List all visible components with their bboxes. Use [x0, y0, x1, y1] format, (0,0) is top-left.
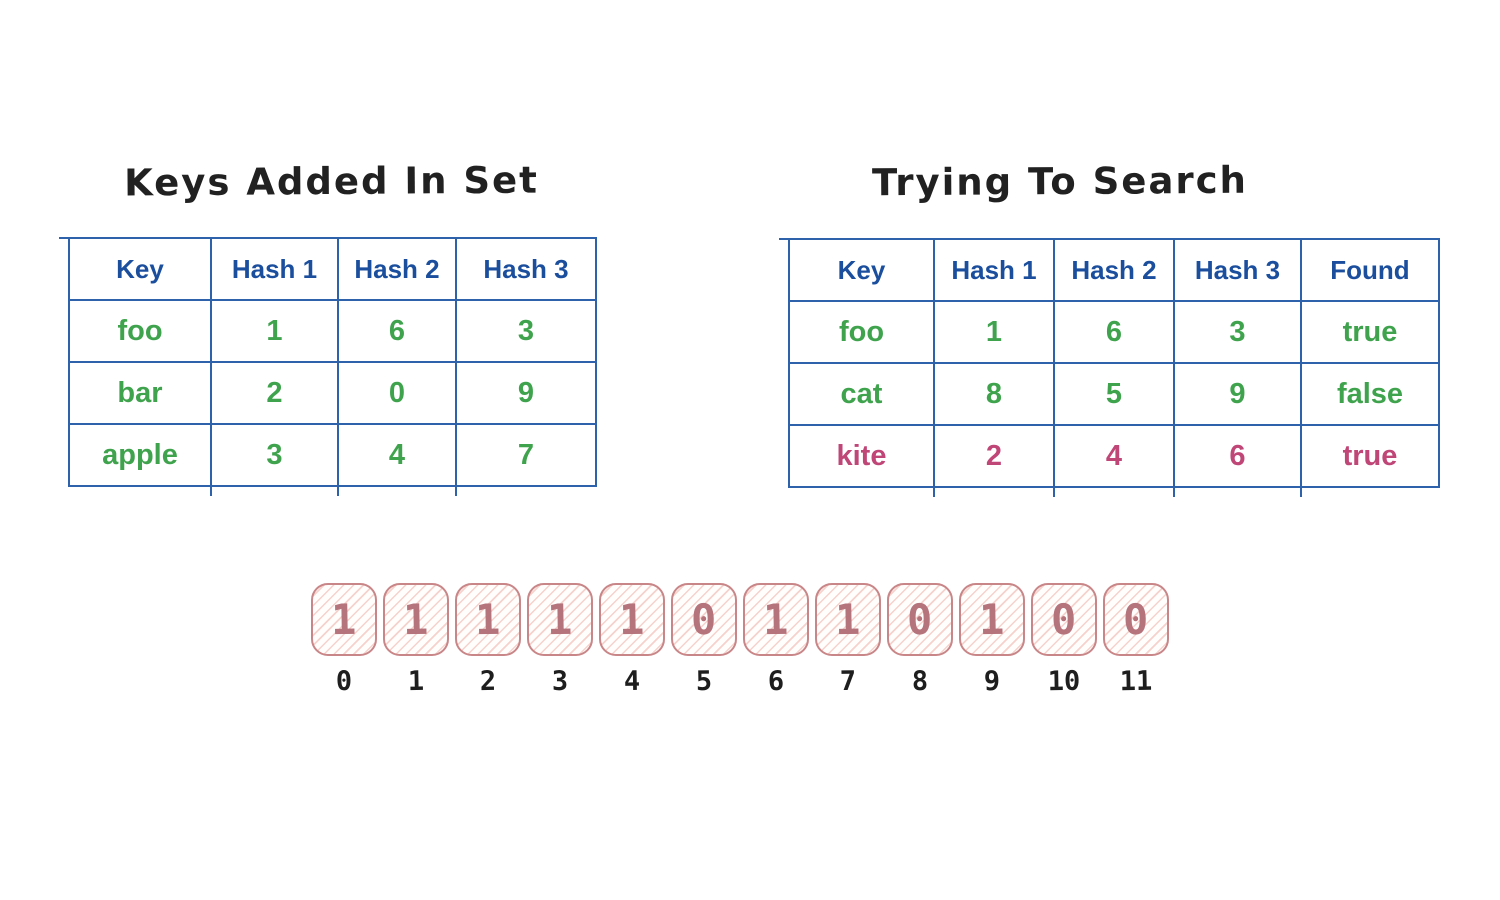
bit-index: 9: [983, 665, 1001, 698]
bit-cell: 1: [527, 583, 593, 656]
hash3-cell: 9: [1173, 362, 1302, 426]
column-header-key: Key: [788, 238, 935, 302]
trying-to-search-title: Trying To Search: [871, 158, 1249, 205]
hash1-cell: 1: [210, 299, 339, 363]
bit-index: 0: [335, 665, 353, 698]
bit-cell: 1: [959, 583, 1025, 656]
bit-array-indices: 0 1 2 3 4 5 6 7 8 9 10 11: [311, 665, 1169, 698]
bit-index: 10: [1047, 665, 1081, 698]
sketch-stroke: [455, 485, 457, 496]
key-cell: foo: [68, 299, 212, 363]
bit-cell: 1: [311, 583, 377, 656]
bit-index: 7: [839, 665, 857, 698]
bit-value: 1: [330, 594, 358, 645]
bit-cell: 0: [887, 583, 953, 656]
hash2-cell: 5: [1053, 362, 1175, 426]
sketch-stroke: [1173, 486, 1175, 497]
key-cell: kite: [788, 424, 935, 488]
keys-added-title: Keys Added In Set: [124, 158, 539, 205]
hash3-cell: 6: [1173, 424, 1302, 488]
bit-index: 2: [479, 665, 497, 698]
found-cell: true: [1300, 300, 1440, 364]
bit-value: 1: [402, 594, 430, 645]
bit-value: 1: [618, 594, 646, 645]
hash3-cell: 9: [455, 361, 597, 425]
bit-index: 1: [407, 665, 425, 698]
column-header-found: Found: [1300, 238, 1440, 302]
key-cell: cat: [788, 362, 935, 426]
bit-cell: 0: [671, 583, 737, 656]
column-header-hash3: Hash 3: [455, 237, 597, 301]
bit-index: 6: [767, 665, 785, 698]
hash3-cell: 7: [455, 423, 597, 487]
bit-index: 11: [1119, 665, 1153, 698]
hash2-cell: 4: [337, 423, 457, 487]
hash1-cell: 2: [933, 424, 1055, 488]
bit-cell: 1: [815, 583, 881, 656]
found-cell: true: [1300, 424, 1440, 488]
bit-value: 0: [1122, 594, 1150, 645]
column-header-hash1: Hash 1: [210, 237, 339, 301]
hash3-cell: 3: [1173, 300, 1302, 364]
sketch-stroke: [1053, 486, 1055, 497]
trying-to-search-table: Key Hash 1 Hash 2 Hash 3 Found foo 1 6 3…: [779, 238, 1440, 497]
bit-index: 4: [623, 665, 641, 698]
key-cell: bar: [68, 361, 212, 425]
bit-array: 1 1 1 1 1 0 1 1 0 1 0 0: [311, 583, 1169, 656]
table-row: foo 1 6 3: [68, 299, 597, 363]
hash1-cell: 1: [933, 300, 1055, 364]
hash1-cell: 8: [933, 362, 1055, 426]
bit-value: 1: [546, 594, 574, 645]
table-row: kite 2 4 6 true: [788, 424, 1440, 488]
column-header-hash1: Hash 1: [933, 238, 1055, 302]
sketch-stroke: [1300, 486, 1302, 497]
table-header-row: Key Hash 1 Hash 2 Hash 3: [68, 237, 597, 301]
bit-index: 3: [551, 665, 569, 698]
sketch-stroke: [59, 237, 71, 239]
table-row: cat 8 5 9 false: [788, 362, 1440, 426]
sketch-stroke: [210, 485, 212, 496]
bit-value: 1: [474, 594, 502, 645]
table-row: apple 3 4 7: [68, 423, 597, 487]
hash2-cell: 0: [337, 361, 457, 425]
bit-value: 0: [690, 594, 718, 645]
sketch-stroke: [933, 486, 935, 497]
hash2-cell: 6: [1053, 300, 1175, 364]
table-row: bar 2 0 9: [68, 361, 597, 425]
bit-index: 5: [695, 665, 713, 698]
bit-value: 0: [1050, 594, 1078, 645]
column-header-key: Key: [68, 237, 212, 301]
column-header-hash2: Hash 2: [337, 237, 457, 301]
bit-cell: 1: [743, 583, 809, 656]
bit-cell: 0: [1031, 583, 1097, 656]
bit-value: 1: [762, 594, 790, 645]
keys-added-table: Key Hash 1 Hash 2 Hash 3 foo 1 6 3 bar 2…: [59, 237, 597, 496]
bit-value: 1: [834, 594, 862, 645]
sketch-stroke: [337, 485, 339, 496]
bit-cell: 1: [383, 583, 449, 656]
hash2-cell: 6: [337, 299, 457, 363]
table-header-row: Key Hash 1 Hash 2 Hash 3 Found: [788, 238, 1440, 302]
bit-cell: 1: [455, 583, 521, 656]
bit-value: 1: [978, 594, 1006, 645]
bit-index: 8: [911, 665, 929, 698]
key-cell: foo: [788, 300, 935, 364]
bit-cell: 1: [599, 583, 665, 656]
hash3-cell: 3: [455, 299, 597, 363]
found-cell: false: [1300, 362, 1440, 426]
bit-value: 0: [906, 594, 934, 645]
hash1-cell: 2: [210, 361, 339, 425]
column-header-hash2: Hash 2: [1053, 238, 1175, 302]
sketch-stroke: [779, 238, 791, 240]
hash2-cell: 4: [1053, 424, 1175, 488]
bit-cell: 0: [1103, 583, 1169, 656]
table-row: foo 1 6 3 true: [788, 300, 1440, 364]
key-cell: apple: [68, 423, 212, 487]
hash1-cell: 3: [210, 423, 339, 487]
column-header-hash3: Hash 3: [1173, 238, 1302, 302]
